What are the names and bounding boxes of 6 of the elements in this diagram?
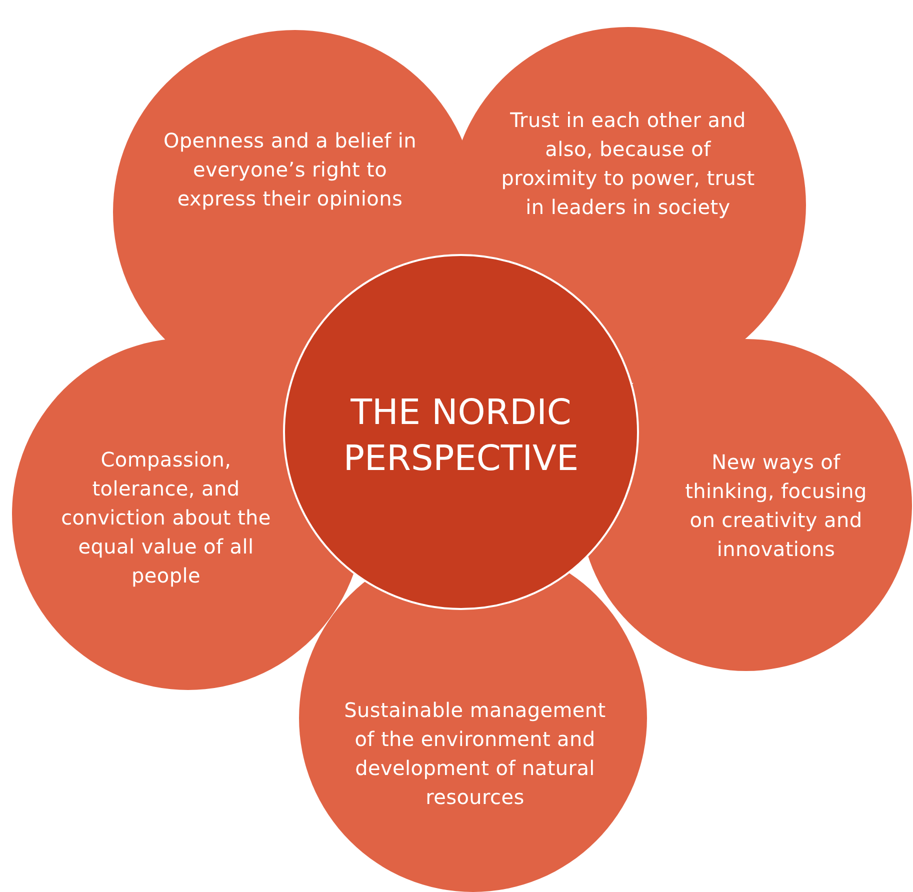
petal-text: Openness and a belief in everyone’s right to express their opinions	[162, 128, 418, 212]
petal-text: Sustainable management of the environment and development of natural resources	[343, 697, 607, 811]
center-title: THE NORDIC PERSPECTIVE	[342, 392, 580, 481]
petal-text: New ways of thinking, focusing on creativity and innovations	[684, 449, 868, 563]
petal-text: Trust in each other and also, because of proximity to power, trust in leaders in society	[500, 107, 756, 221]
petal-text: Compassion, tolerance, and conviction about the equal value of all people	[60, 446, 272, 590]
